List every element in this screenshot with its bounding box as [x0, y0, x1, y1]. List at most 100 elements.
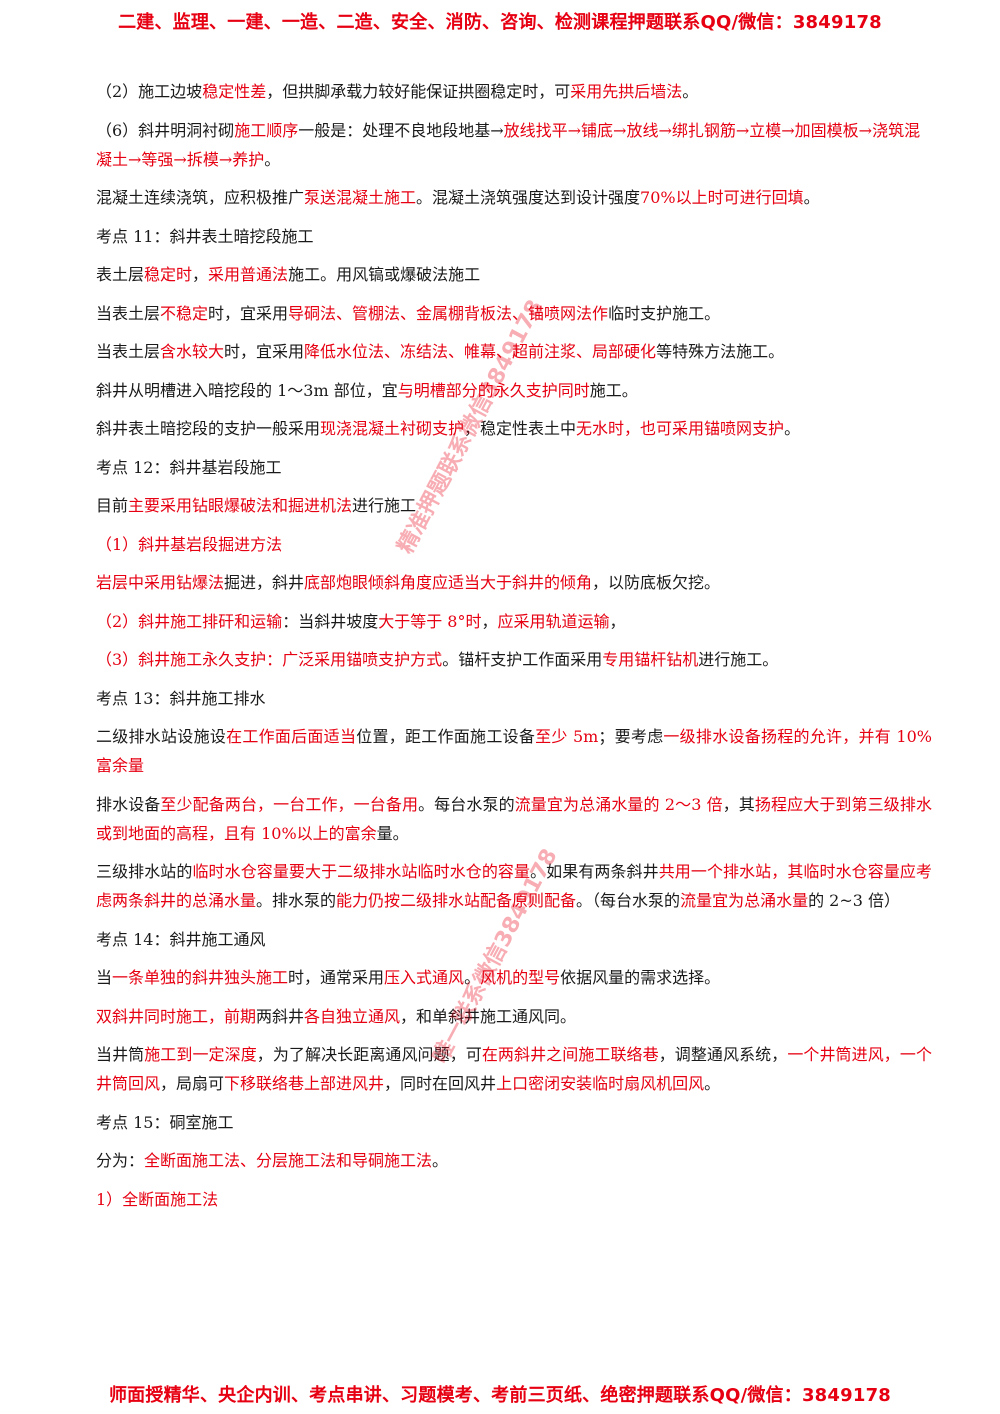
body-text: （2）施工边坡 — [96, 82, 203, 101]
body-text: 当表土层 — [96, 303, 161, 323]
highlight-text: 应采用轨道运输 — [497, 611, 610, 631]
body-text: 的 2~3 倍） — [808, 891, 901, 910]
body-text: ，同时在回风井 — [384, 1074, 497, 1093]
body-text: 。 — [682, 82, 699, 101]
highlight-text: 大于等于 8°时 — [378, 611, 482, 631]
body-text: 。排水泵的 — [256, 891, 337, 910]
body-text: 。每台水泵的 — [418, 794, 515, 814]
body-text: ，稳定性表土中 — [464, 419, 577, 438]
paragraph: 双斜井同时施工，前期两斜井各自独立通风，和单斜井施工通风同。 — [96, 1002, 932, 1031]
body-text: 三级排水站的 — [96, 862, 193, 881]
paragraph: （3）斜井施工永久支护：广泛采用锚喷支护方式。锚杆支护工作面采用专用锚杆钻机进行… — [96, 645, 932, 674]
body-text: 当井筒 — [96, 1045, 145, 1064]
body-text: 施工。用风镐或爆破法施工 — [288, 265, 481, 284]
body-text: 考点 11：斜井表土暗挖段施工 — [96, 226, 314, 246]
paragraph: 三级排水站的临时水仓容量要大于二级排水站临时水仓的容量。如果有两条斜井共用一个排… — [96, 857, 932, 915]
body-text: 时，宜采用 — [224, 342, 305, 361]
paragraph: 分为：全断面施工法、分层施工法和导硐施工法。 — [96, 1146, 932, 1175]
highlight-text: 采用先拱后墙法 — [570, 82, 683, 101]
body-text: ，和单斜井施工通风同。 — [400, 1006, 577, 1026]
body-text: 。（每台水泵的 — [576, 891, 681, 910]
highlight-text: 一个井筒进风，一个井筒回风 — [96, 1045, 932, 1093]
highlight-text: 至少配备两台，一台工作，一台备用 — [160, 794, 419, 814]
highlight-text: 含水较大 — [160, 342, 225, 361]
highlight-text: 施工到一定深度 — [144, 1045, 257, 1064]
highlight-text: 主要采用钻眼爆破法和掘进机法 — [128, 496, 353, 515]
highlight-text: 降低水位法、冻结法、帷幕、超前注浆、局部硬化 — [304, 342, 657, 361]
highlight-text: 扬程应大于到第三级排水或到地面的高程，且有 10%以上的富余 — [96, 794, 932, 843]
body-text: 位置，距工作面施工设备 — [356, 727, 536, 746]
paragraph: 当表土层含水较大时，宜采用降低水位法、冻结法、帷幕、超前注浆、局部硬化等特殊方法… — [96, 337, 932, 366]
body-text: 两斜井 — [256, 1006, 305, 1026]
body-text: 混凝土连续浇筑，应积极推广 — [96, 188, 305, 207]
body-text: 表土层 — [96, 265, 145, 284]
body-text: ，局扇可 — [160, 1074, 225, 1093]
body-text: 。锚杆支护工作面采用 — [442, 650, 603, 669]
body-text: 考点 13：斜井施工排水 — [96, 688, 266, 708]
highlight-text: 压入式通风 — [384, 968, 465, 987]
highlight-text: 70%以上时可进行回填 — [640, 188, 804, 207]
highlight-text: 导硐法、管棚法、金属棚背板法、锚喷网法作 — [288, 303, 609, 323]
body-text: 等特殊方法施工。 — [656, 342, 785, 361]
highlight-text: （3）斜井施工永久支护：广泛采用锚喷支护方式 — [96, 650, 443, 669]
paragraph: 二级排水站设施设在工作面后面适当位置，距工作面施工设备至少 5m；要考虑一级排水… — [96, 722, 932, 780]
body-text: 考点 12：斜井基岩段施工 — [96, 457, 282, 477]
highlight-text: 下移联络巷上部进风井 — [224, 1074, 385, 1093]
body-text: 。 — [784, 419, 801, 438]
paragraph: （1）斜井基岩段掘进方法 — [96, 530, 932, 559]
highlight-text: （2）斜井施工排矸和运输 — [96, 611, 283, 631]
body-text: 掘进，斜井 — [224, 573, 305, 592]
paragraph: 当一条单独的斜井独头施工时，通常采用压入式通风。风机的型号依据风量的需求选择。 — [96, 963, 932, 992]
paragraph: 考点 14：斜井施工通风 — [96, 925, 932, 954]
paragraph: 1）全断面施工法 — [96, 1185, 932, 1214]
body-text: ，但拱脚承载力较好能保证拱圈稳定时，可 — [266, 82, 571, 101]
top-banner: 二建、监理、一建、一造、二造、安全、消防、咨询、检测课程押题联系QQ/微信：38… — [118, 12, 882, 33]
paragraph: 表土层稳定时，采用普通法施工。用风镐或爆破法施工 — [96, 260, 932, 289]
body-text: 施工。 — [589, 380, 638, 400]
highlight-text: 无水时，也可采用锚喷网支护 — [576, 419, 785, 438]
highlight-text: 能力仍按二级排水站配备原则配备 — [336, 891, 577, 910]
highlight-text: 一条单独的斜井独头施工 — [112, 968, 289, 987]
bottom-banner: 师面授精华、央企内训、考点串讲、习题模考、考前三页纸、绝密押题联系QQ/微信：3… — [108, 1385, 892, 1406]
body-text: 斜井表土暗挖段的支护一般采用 — [96, 419, 321, 438]
highlight-text: 在工作面后面适当 — [226, 727, 357, 746]
body-text: ，以防底板欠挖。 — [592, 573, 721, 592]
paragraph: 考点 13：斜井施工排水 — [96, 684, 932, 713]
body-text: 临时支护施工。 — [608, 303, 721, 323]
body-text: 时，宜采用 — [208, 303, 289, 323]
body-text: ，其 — [722, 794, 755, 814]
body-text: ：当斜井坡度 — [282, 611, 379, 631]
highlight-text: 全断面施工法、分层施工法和导硐施工法 — [144, 1151, 433, 1170]
body-text: （6）斜井明洞衬砌 — [96, 120, 235, 140]
highlight-text: 1）全断面施工法 — [96, 1189, 219, 1209]
paragraph: 斜井表土暗挖段的支护一般采用现浇混凝土衬砌支护，稳定性表土中无水时，也可采用锚喷… — [96, 414, 932, 443]
document-body: （2）施工边坡稳定性差，但拱脚承载力较好能保证拱圈稳定时，可采用先拱后墙法。 （6… — [96, 77, 932, 1223]
highlight-text: 施工顺序 — [234, 120, 299, 140]
body-text: 。 — [264, 149, 281, 169]
body-text: 。 — [704, 1074, 721, 1093]
body-text: 进行施工 — [352, 496, 417, 515]
highlight-text: 流量宜为总涌水量的 2～3 倍 — [514, 794, 723, 814]
highlight-text: 各自独立通风 — [304, 1006, 401, 1026]
highlight-text: 泵送混凝土施工 — [304, 188, 417, 207]
body-text: ， — [609, 611, 626, 631]
paragraph: 考点 12：斜井基岩段施工 — [96, 453, 932, 482]
paragraph: （2）施工边坡稳定性差，但拱脚承载力较好能保证拱圈稳定时，可采用先拱后墙法。 — [96, 77, 932, 106]
body-text: 。 — [432, 1151, 449, 1170]
highlight-text: 专用锚杆钻机 — [602, 650, 699, 669]
body-text: 目前 — [96, 496, 129, 515]
highlight-text: 在两斜井之间施工联络巷 — [481, 1045, 659, 1064]
paragraph: 斜井从明槽进入暗挖段的 1～3m 部位，宜与明槽部分的永久支护同时施工。 — [96, 376, 932, 405]
body-text: 时，通常采用 — [288, 968, 385, 987]
highlight-text: 与明槽部分的永久支护同时 — [397, 380, 590, 400]
body-text: ，为了解决长距离通风问题，可 — [256, 1045, 482, 1064]
highlight-text: 风机的型号 — [480, 968, 561, 987]
body-text: ，调整通风系统， — [658, 1045, 788, 1064]
paragraph: 岩层中采用钻爆法掘进，斜井底部炮眼倾斜角度应适当大于斜井的倾角，以防底板欠挖。 — [96, 568, 932, 597]
body-text: 。 — [803, 188, 820, 207]
body-text: 二级排水站设施设 — [96, 727, 227, 746]
highlight-text: 流量宜为总涌水量 — [680, 891, 809, 910]
body-text: 当表土层 — [96, 342, 161, 361]
body-text: 分为： — [96, 1151, 145, 1170]
body-text: ， — [481, 611, 498, 631]
